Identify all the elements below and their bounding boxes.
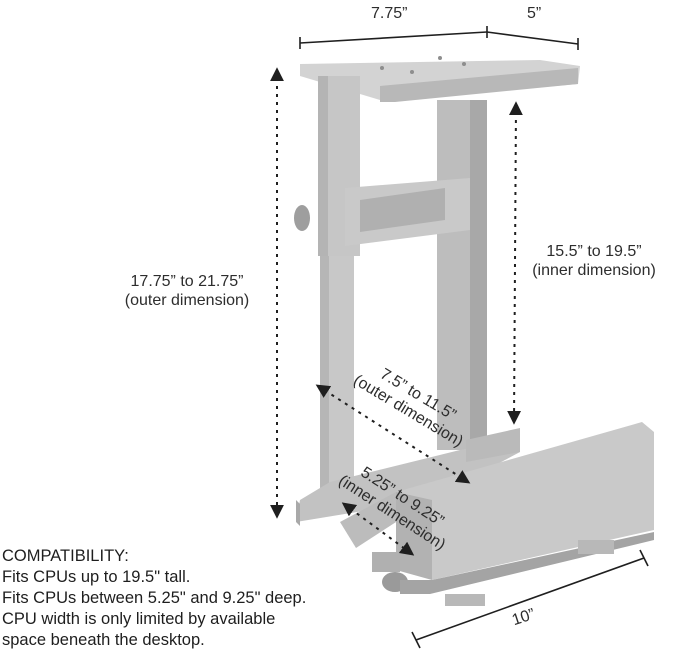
base-length-line xyxy=(415,557,645,641)
inner-height-note: (inner dimension) xyxy=(532,262,656,279)
top-width-line xyxy=(299,31,488,44)
outer-height-value: 17.75” to 21.75” xyxy=(130,273,244,290)
compatibility-heading: COMPATIBILITY: xyxy=(2,547,129,565)
inner-height-value: 15.5” to 19.5” xyxy=(546,243,642,260)
compatibility-line: space beneath the desktop. xyxy=(2,631,205,649)
top-depth-label: 5” xyxy=(527,5,542,22)
compatibility-notes: COMPATIBILITY: Fits CPUs up to 19.5" tal… xyxy=(2,546,306,651)
inner-height-arrow xyxy=(507,101,523,425)
dimension-arrows xyxy=(270,26,649,649)
inner-width-arrow xyxy=(341,502,415,556)
outer-height-note: (outer dimension) xyxy=(124,292,250,309)
inner-height-label: 15.5” to 19.5” (inner dimension) xyxy=(517,242,671,280)
cpu-holder-product xyxy=(294,56,654,606)
outer-height-label: 17.75” to 21.75” (outer dimension) xyxy=(108,272,266,310)
compatibility-line: Fits CPUs between 5.25" and 9.25" deep. xyxy=(2,589,307,607)
compatibility-line: CPU width is only limited by available xyxy=(2,610,276,628)
compatibility-line: Fits CPUs up to 19.5" tall. xyxy=(2,568,191,586)
outer-width-arrow xyxy=(315,384,471,484)
top-depth-line xyxy=(486,31,579,45)
top-width-label: 7.75” xyxy=(371,5,408,22)
